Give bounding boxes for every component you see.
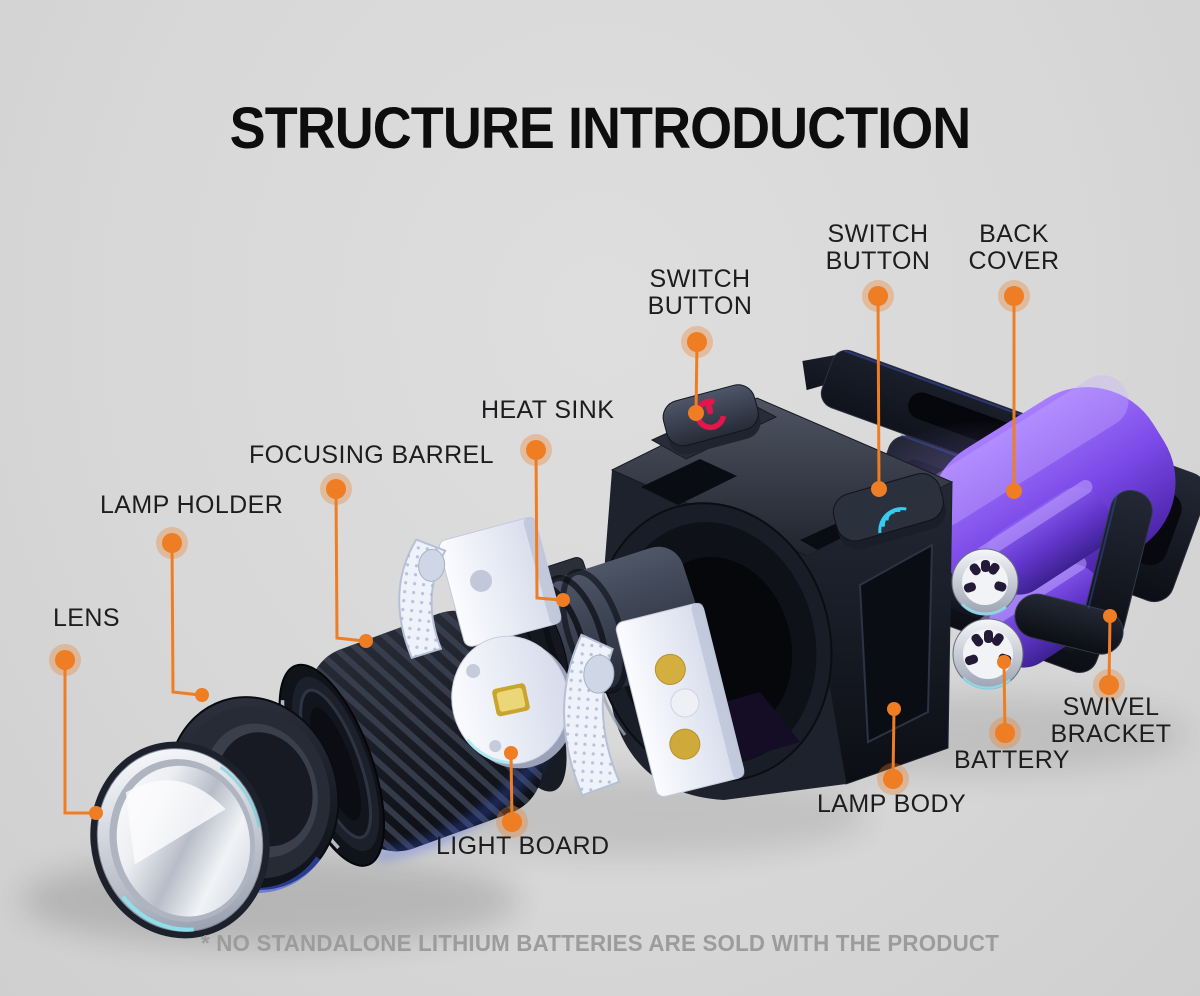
- label-lamp-body: LAMP BODY: [817, 790, 967, 818]
- wireless-beam-icon: [878, 507, 907, 534]
- marker-swivel-bracket: [1093, 669, 1125, 701]
- marker-lamp-body: [877, 763, 909, 795]
- light-board-part: [451, 635, 576, 769]
- battery-cell-upper: [951, 479, 1112, 616]
- marker-lens: [49, 644, 81, 676]
- label-lens: LENS: [53, 604, 120, 632]
- label-lamp-holder: LAMP HOLDER: [100, 491, 284, 519]
- callout-line-switch-button-rear: [876, 295, 881, 490]
- contact-plate-rear: [438, 517, 562, 647]
- label-battery: BATTERY: [954, 746, 1070, 774]
- callout-line-heat-sink: [534, 449, 562, 602]
- callout-endpoints: [89, 405, 1117, 820]
- callout-line-lamp-body: [891, 708, 896, 780]
- callout-line-swivel-bracket: [1107, 615, 1112, 686]
- callout-line-focusing-barrel: [334, 488, 365, 643]
- power-swirl-icon: [694, 398, 727, 430]
- label-focusing-barrel: FOCUSING BARREL: [249, 441, 494, 469]
- callout-line-lens: [63, 660, 94, 815]
- marker-battery: [989, 717, 1021, 749]
- switch-button-front-part: [662, 384, 761, 455]
- marker-light-board: [496, 806, 528, 838]
- callout-markers: [49, 280, 1125, 838]
- spring-clip-rear: [398, 538, 447, 660]
- contact-plate-front: [615, 602, 745, 798]
- marker-switch-button-front: [681, 326, 713, 358]
- marker-switch-button-rear: [862, 280, 894, 312]
- label-switch-button-rear: SWITCH BUTTON: [825, 220, 931, 275]
- page-title: STRUCTURE INTRODUCTION: [229, 96, 972, 161]
- spring-clip-front: [563, 633, 621, 797]
- label-back-cover: BACK COVER: [968, 220, 1060, 275]
- marker-lamp-holder: [156, 527, 188, 559]
- callout-line-battery: [1002, 661, 1007, 734]
- marker-back-cover: [998, 280, 1030, 312]
- callout-lines: [63, 295, 1112, 823]
- label-heat-sink: HEAT SINK: [481, 396, 615, 424]
- disclaimer-text: * NO STANDALONE LITHIUM BATTERIES ARE SO…: [200, 930, 1000, 956]
- marker-heat-sink: [520, 434, 552, 466]
- marker-focusing-barrel: [320, 473, 352, 505]
- callout-line-switch-button-front: [694, 341, 699, 414]
- callout-line-lamp-holder: [170, 542, 201, 697]
- lens-part: [90, 741, 270, 939]
- label-light-board: LIGHT BOARD: [436, 832, 610, 860]
- callout-line-light-board: [509, 752, 514, 823]
- label-switch-button-front: SWITCH BUTTON: [647, 265, 753, 320]
- swivel-bracket-part: [1014, 490, 1153, 655]
- label-swivel-bracket: SWIVEL BRACKET: [1050, 693, 1172, 748]
